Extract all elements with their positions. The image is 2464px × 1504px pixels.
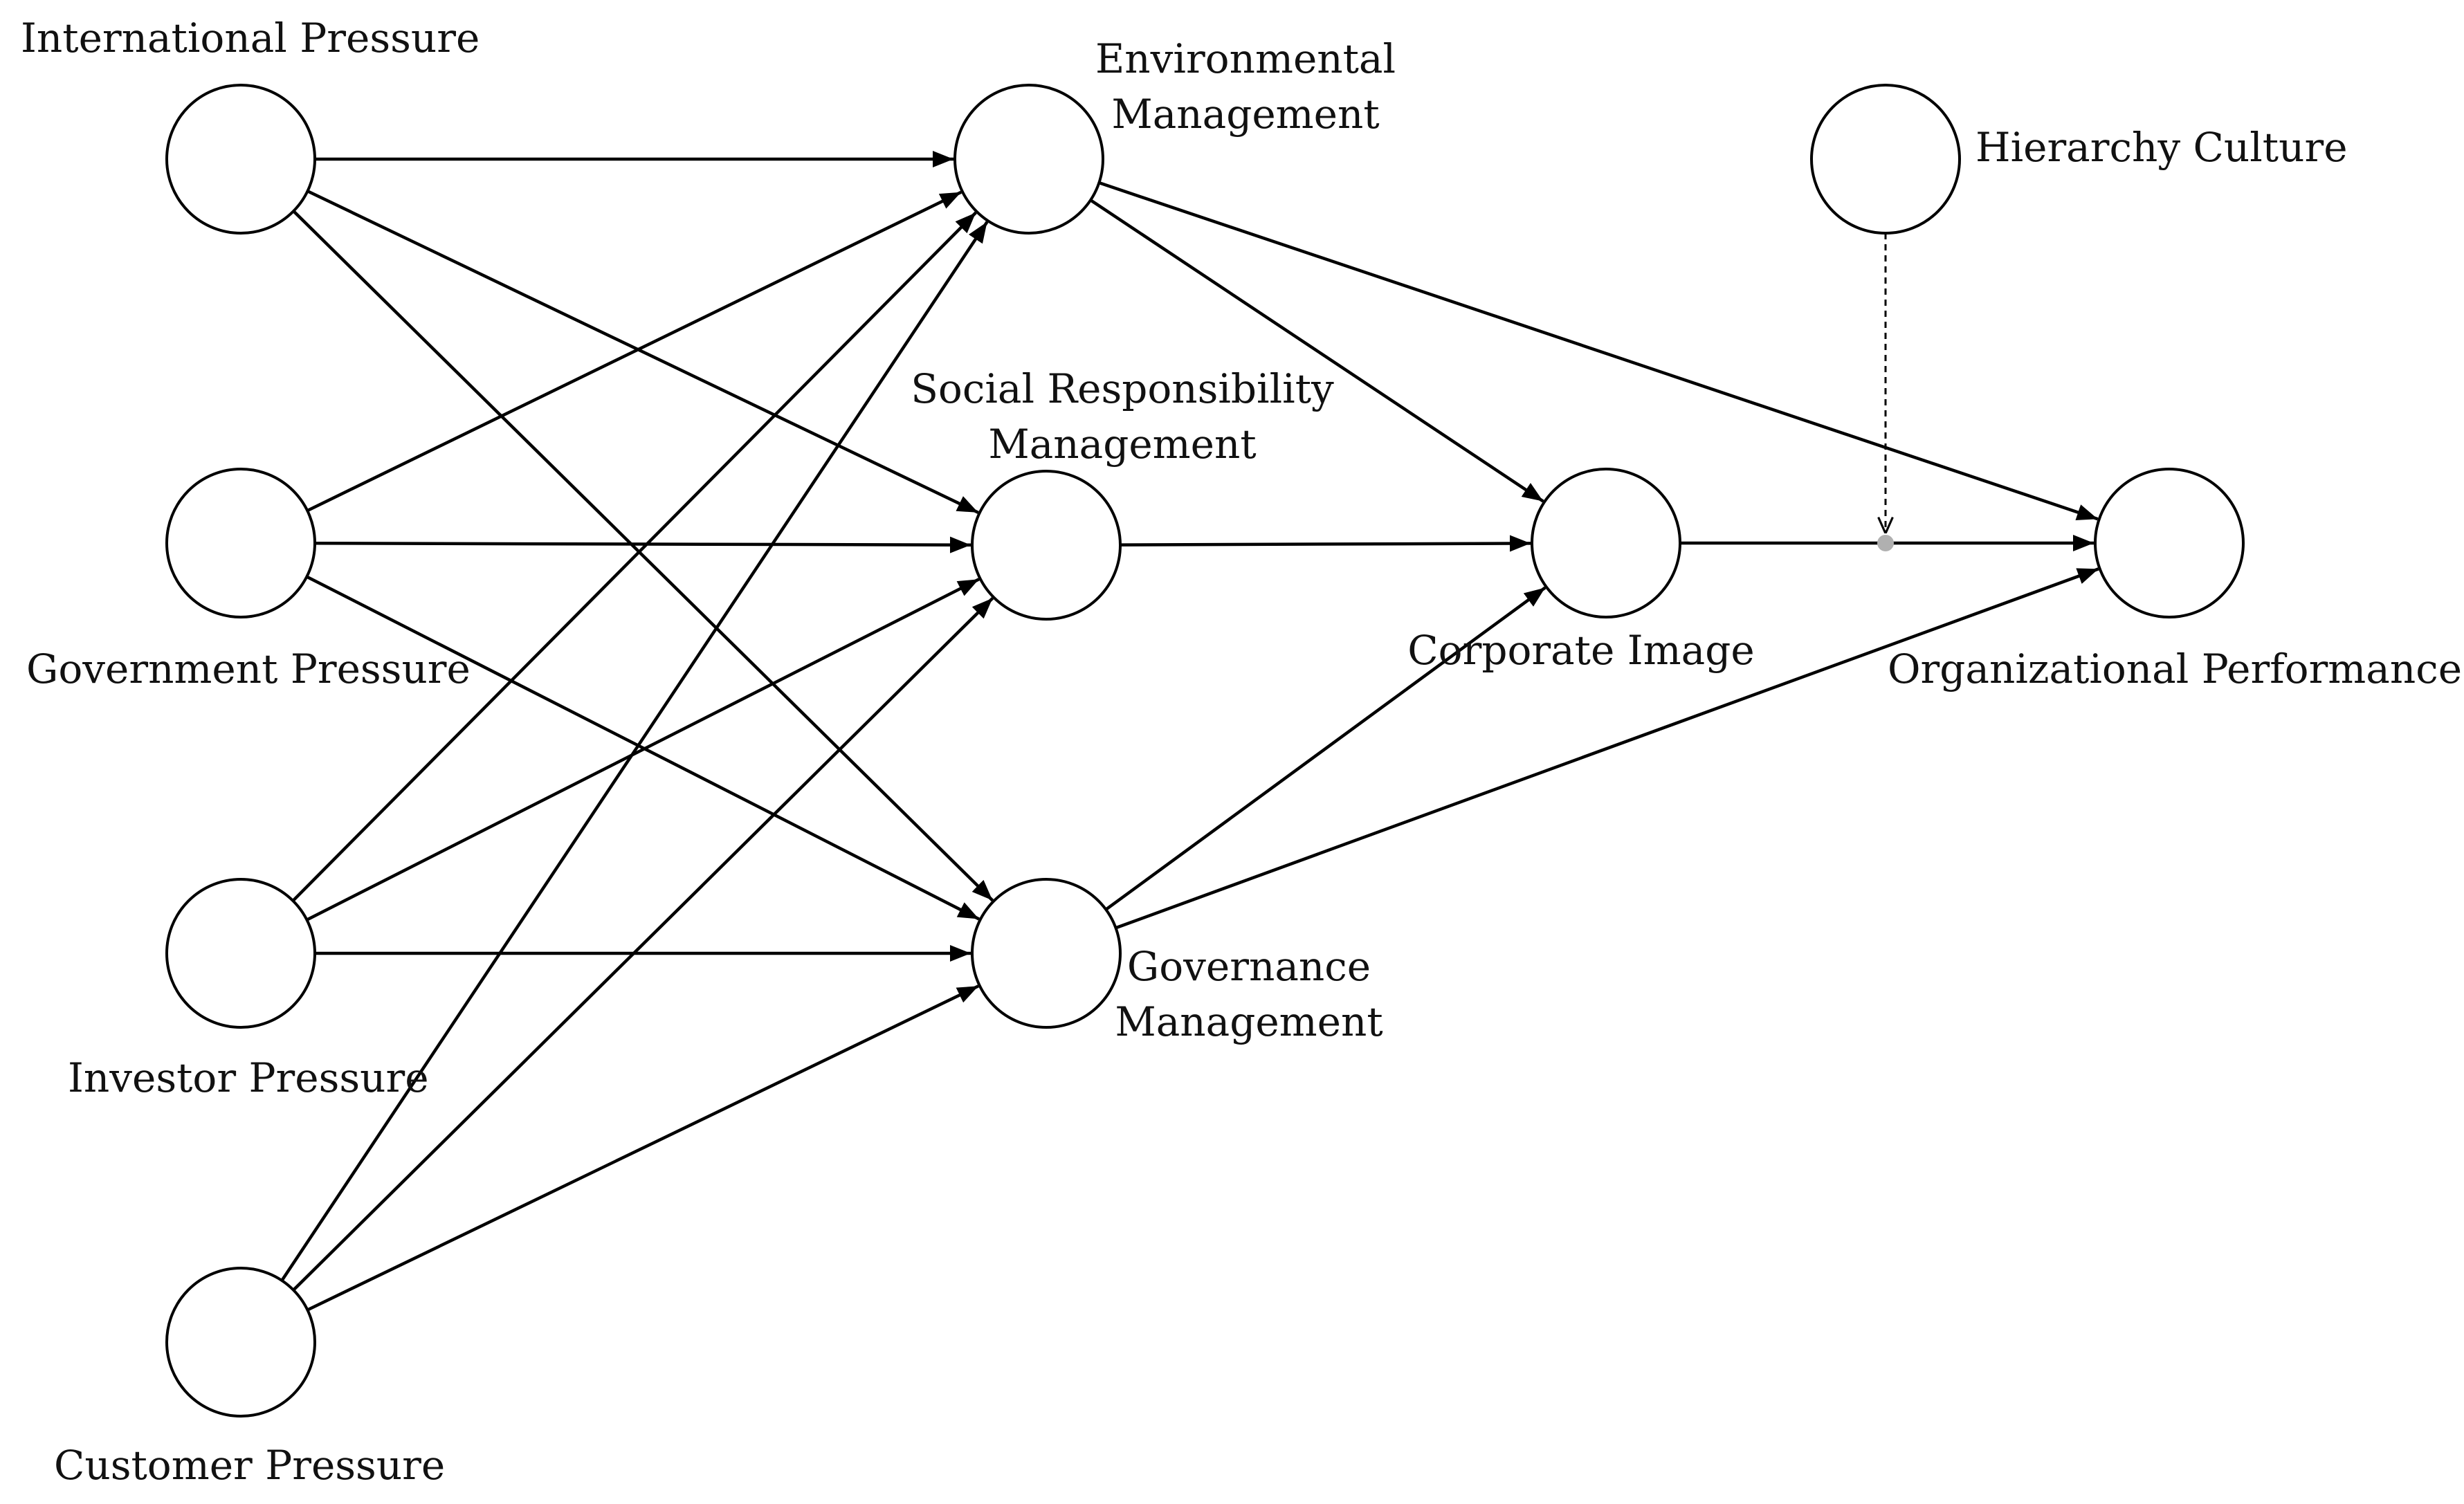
edge-customer-to-governance (307, 984, 979, 1312)
node-performance (2094, 468, 2245, 618)
label-line: Governance (1127, 943, 1371, 990)
node-hierarchy (1810, 84, 1961, 235)
node-corporate-image (1531, 468, 1681, 618)
label-investor: Investor Pressure (68, 1054, 429, 1101)
edges-layer (280, 151, 2099, 1312)
node-international (165, 84, 316, 235)
label-performance: Organizational Performance (1888, 645, 2462, 693)
label-line: Management (988, 421, 1256, 468)
edge-international-to-social (307, 190, 979, 514)
edge-customer-to-environmental (280, 221, 989, 1282)
node-investor (165, 878, 316, 1029)
node-environmental (953, 84, 1104, 235)
edge-environmental-to-performance (1098, 181, 2099, 521)
nodes-layer (165, 84, 2245, 1418)
edge-investor-to-social (306, 578, 980, 921)
label-line: Environmental (1095, 35, 1396, 82)
edge-government-to-environmental (307, 190, 962, 513)
label-government: Government Pressure (26, 645, 471, 693)
label-line: Management (1111, 91, 1379, 138)
label-international: International Pressure (21, 15, 480, 62)
label-line: Corporate Image (1407, 627, 1754, 674)
edge-social-to-corporate_image (1120, 535, 1531, 552)
label-hierarchy: Hierarchy Culture (1975, 124, 2348, 171)
label-corporate-image: Corporate Image (1407, 627, 1754, 674)
label-line: Social Responsibility (911, 365, 1334, 412)
edge-international-to-governance (292, 210, 994, 902)
edge-governance-to-corporate_image (1104, 586, 1546, 911)
label-line: Management (1115, 998, 1382, 1045)
edge-investor-to-environmental (291, 211, 977, 902)
node-government (165, 468, 316, 618)
node-social (971, 470, 1122, 621)
edge-environmental-to-corporate_image (1089, 199, 1544, 503)
node-governance (971, 878, 1122, 1029)
edge-government-to-social (314, 536, 971, 553)
label-customer: Customer Pressure (54, 1442, 445, 1489)
edge-governance-to-performance (1115, 567, 2099, 930)
moderation-point (1877, 535, 1894, 551)
node-customer (165, 1267, 316, 1418)
label-line: Investor Pressure (68, 1054, 429, 1101)
label-line: Hierarchy Culture (1975, 124, 2348, 171)
label-line: Government Pressure (26, 645, 471, 693)
label-line: Customer Pressure (54, 1442, 445, 1489)
label-line: Organizational Performance (1888, 645, 2462, 693)
label-line: International Pressure (21, 15, 480, 62)
edge-customer-to-social (292, 597, 994, 1292)
